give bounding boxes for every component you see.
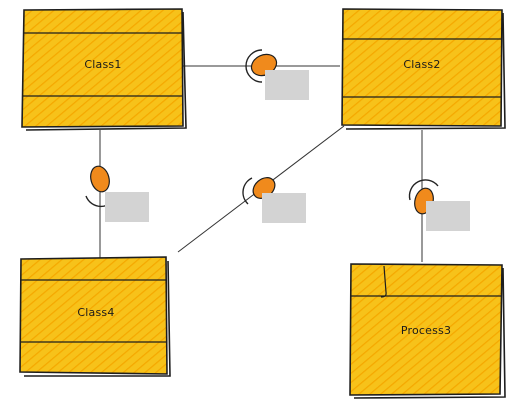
socket-arc [242,177,253,205]
node-shadow-edge [353,267,506,399]
interface-tag [265,70,309,100]
node-label-class2: Class2 [403,58,440,71]
socket-arc [408,179,439,201]
node-shape [19,256,168,375]
process-header-mark [380,265,387,298]
interface-class4-class2[interactable] [242,173,306,223]
node-shape [349,263,503,396]
node-class2[interactable]: Class2 [341,8,506,130]
interface-tag [426,201,470,231]
node-class1[interactable]: Class1 [21,8,187,131]
interface-ball [90,165,110,193]
node-shadow-edge [24,260,171,377]
node-label-class4: Class4 [77,306,114,319]
node-class4[interactable]: Class4 [19,256,171,377]
node-label-class1: Class1 [84,58,121,71]
interface-tag [262,193,306,223]
interface-class2-process3[interactable] [408,179,470,231]
node-shadow-edge [345,12,506,130]
node-process3[interactable]: Process3 [349,263,506,399]
node-shadow-edge [25,11,187,131]
socket-arc [245,49,263,83]
interface-class1-class2[interactable] [245,49,309,100]
interface-tag [105,192,149,222]
interface-class1-class4[interactable] [85,164,149,222]
node-shape [21,8,184,128]
node-label-process3: Process3 [401,324,451,337]
